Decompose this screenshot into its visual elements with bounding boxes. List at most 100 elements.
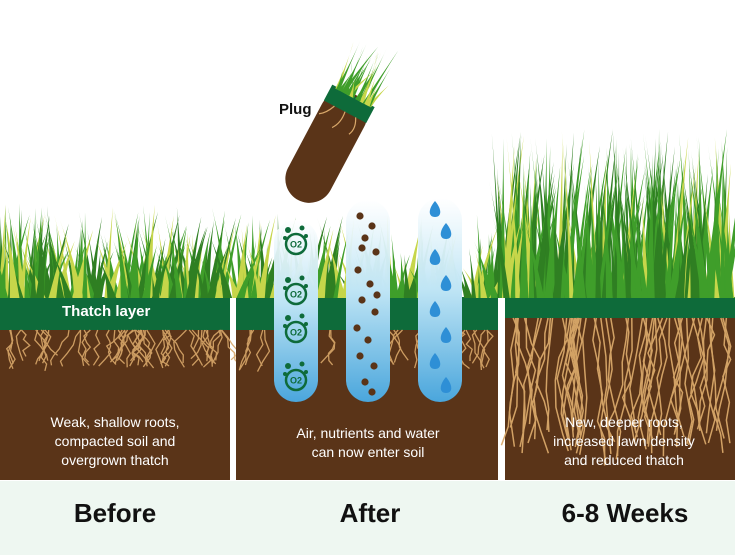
root-strand bbox=[59, 329, 82, 367]
grass-blade bbox=[613, 204, 626, 298]
grass-blade bbox=[54, 214, 72, 298]
grass-blade bbox=[93, 251, 102, 298]
grass-blade bbox=[59, 219, 84, 298]
root-strand bbox=[160, 329, 173, 365]
nutrient-dot bbox=[356, 212, 364, 220]
root-strand bbox=[392, 329, 402, 363]
root-strand bbox=[387, 329, 395, 365]
oxygen-bubble-small bbox=[299, 361, 305, 367]
plug-grass bbox=[335, 40, 399, 108]
root-strand bbox=[92, 329, 101, 366]
grass-blade bbox=[326, 239, 341, 298]
oxygen-symbol: O2 bbox=[290, 376, 302, 386]
grass-blade bbox=[622, 147, 640, 298]
before-caption-line: overgrown thatch bbox=[61, 452, 169, 468]
grass-blade bbox=[236, 251, 261, 298]
nutrient-dots bbox=[353, 212, 381, 396]
root-strand bbox=[34, 329, 49, 361]
plug-grass-blade bbox=[355, 66, 378, 102]
water-drop bbox=[440, 223, 452, 239]
root-strand bbox=[526, 317, 543, 444]
root-strand bbox=[396, 329, 409, 361]
grass-blade bbox=[665, 161, 678, 298]
nutrient-dot bbox=[361, 378, 369, 386]
root-strand bbox=[643, 317, 658, 439]
root-strand bbox=[220, 329, 242, 367]
root-strand bbox=[630, 317, 648, 438]
grass-blade bbox=[142, 244, 157, 298]
nutrient-dot bbox=[356, 352, 364, 360]
nutrient-dot bbox=[371, 308, 379, 316]
oxygen-bubble-small bbox=[299, 275, 305, 281]
root-strand bbox=[113, 329, 120, 365]
root-strand bbox=[173, 329, 187, 368]
water-drops bbox=[429, 201, 452, 393]
grass-blade bbox=[565, 149, 586, 298]
root-strand bbox=[238, 329, 255, 371]
plug-grass-blade bbox=[366, 83, 379, 107]
root-strand bbox=[20, 329, 31, 357]
root-strand bbox=[633, 317, 656, 442]
root-strand bbox=[105, 329, 117, 365]
before-roots bbox=[5, 329, 242, 372]
grass-blade bbox=[246, 242, 262, 298]
weeks-heading: 6-8 Weeks bbox=[561, 498, 689, 528]
grass-blade bbox=[18, 217, 31, 298]
plug-grass-blade bbox=[336, 40, 361, 91]
water-drop bbox=[429, 301, 441, 317]
grass-blade bbox=[469, 248, 476, 298]
before-caption: Weak, shallow roots, compacted soil and … bbox=[15, 413, 215, 470]
grass-blade bbox=[680, 162, 702, 298]
oxygen-bubble-small bbox=[283, 286, 287, 290]
nutrient-dot bbox=[368, 222, 376, 230]
root-strand bbox=[599, 317, 608, 464]
root-strand bbox=[473, 329, 486, 368]
root-strand bbox=[668, 317, 685, 438]
root-strand bbox=[138, 329, 148, 364]
root-strand bbox=[482, 329, 494, 368]
root-strand bbox=[160, 329, 171, 364]
grass-blade bbox=[130, 228, 140, 298]
root-strand bbox=[35, 329, 47, 364]
grass-blade bbox=[30, 244, 37, 298]
oxygen-symbol: O2 bbox=[290, 290, 302, 300]
nutrient-dot bbox=[373, 291, 381, 299]
root-strand bbox=[471, 329, 486, 364]
grass-blade bbox=[613, 141, 632, 298]
grass-blade bbox=[222, 260, 241, 298]
grass-blade bbox=[561, 130, 574, 298]
oxygen-bubble-small bbox=[283, 236, 287, 240]
grass-blade bbox=[584, 184, 596, 298]
grass-blade bbox=[485, 267, 500, 298]
grass-blade bbox=[645, 154, 655, 298]
grass-blade bbox=[391, 233, 399, 298]
plug-grass-blade bbox=[364, 69, 378, 106]
grass-blade bbox=[595, 171, 601, 298]
root-strand bbox=[556, 317, 572, 451]
root-strand bbox=[566, 317, 582, 413]
water-drop bbox=[440, 275, 452, 291]
before-thatch bbox=[0, 297, 230, 330]
root-strand bbox=[713, 317, 732, 453]
grass-blade bbox=[32, 223, 51, 298]
root-strand bbox=[142, 329, 156, 368]
soil-plug bbox=[285, 40, 399, 203]
after-caption-line: can now enter soil bbox=[311, 444, 425, 460]
grass-blade bbox=[523, 217, 545, 298]
grass-blade bbox=[403, 254, 411, 298]
grass-blade bbox=[44, 220, 65, 298]
nutrient-dot bbox=[361, 234, 369, 242]
grass-blade bbox=[544, 189, 556, 298]
water-drop bbox=[429, 249, 441, 265]
grass-blade bbox=[234, 223, 248, 298]
before-grass bbox=[0, 203, 242, 298]
root-strand bbox=[131, 329, 146, 363]
grass-blade bbox=[185, 227, 207, 298]
oxygen-bubble-small bbox=[304, 234, 308, 238]
after-caption: Air, nutrients and water can now enter s… bbox=[268, 424, 468, 462]
root-strand bbox=[514, 317, 533, 425]
footer-band bbox=[0, 481, 735, 555]
grass-blade bbox=[717, 186, 734, 298]
